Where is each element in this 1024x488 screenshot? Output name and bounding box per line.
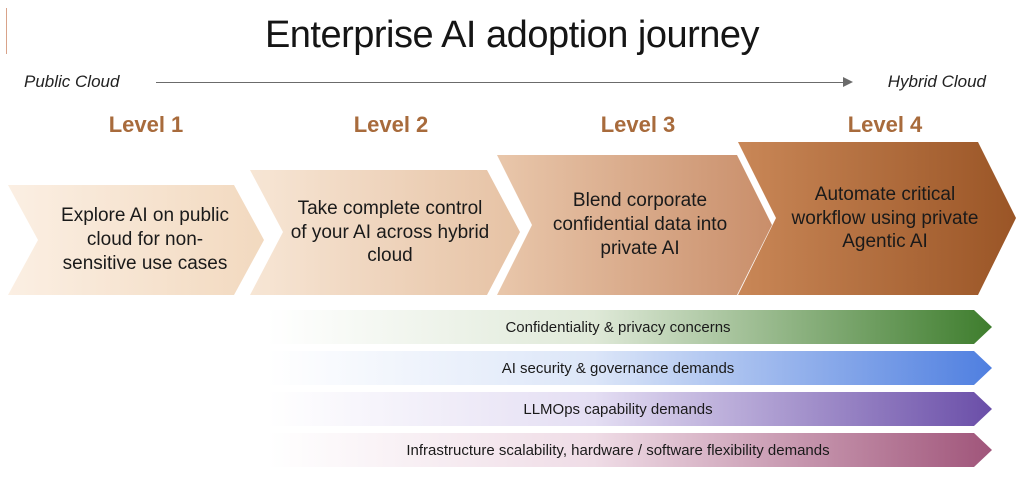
level-2-chevron bbox=[250, 170, 520, 295]
demand-label-4: Infrastructure scalability, hardware / s… bbox=[406, 441, 830, 459]
level-2-label: Level 2 bbox=[353, 112, 429, 137]
demand-bar-1 bbox=[268, 310, 992, 344]
demand-bar-3 bbox=[268, 392, 992, 426]
level-3-text: Blend corporate confidential data into p… bbox=[552, 190, 728, 259]
level-1-text: Explore AI on public cloud for non-sensi… bbox=[61, 205, 229, 274]
accent-rule bbox=[6, 8, 7, 54]
demand-label-1: Confidentiality & privacy concerns bbox=[505, 318, 731, 336]
axis-line bbox=[156, 82, 844, 83]
level-4-text: Automate critical workflow using private… bbox=[791, 183, 979, 253]
level-4-chevron bbox=[738, 142, 1016, 295]
page-title: Enterprise AI adoption journey bbox=[264, 14, 760, 56]
demand-label-2: AI security & governance demands bbox=[501, 359, 735, 377]
level-3-chevron bbox=[497, 155, 772, 295]
axis-end-label: Hybrid Cloud bbox=[887, 72, 986, 91]
level-1-chevron bbox=[8, 185, 264, 295]
demand-bar-2 bbox=[268, 351, 992, 385]
demand-bar-4 bbox=[268, 433, 992, 467]
level-2-text: Take complete control of your AI across … bbox=[290, 197, 490, 267]
level-4-label: Level 4 bbox=[847, 112, 923, 137]
level-1-label: Level 1 bbox=[108, 112, 184, 137]
level-3-label: Level 3 bbox=[600, 112, 676, 137]
axis-arrow-icon bbox=[843, 77, 853, 87]
demand-label-3: LLMOps capability demands bbox=[523, 400, 713, 418]
axis-start-label: Public Cloud bbox=[24, 72, 120, 91]
